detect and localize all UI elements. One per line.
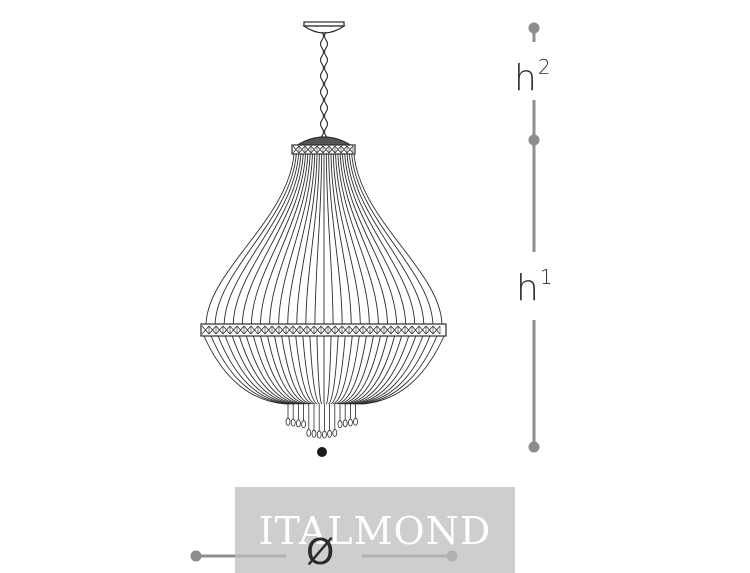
chain-height-letter: h [514, 58, 537, 99]
ceiling-canopy [302, 21, 346, 34]
upper-crystal-strands [205, 153, 443, 325]
watermark: ITALMOND [235, 487, 515, 573]
middle-ring [200, 323, 447, 337]
body-height-label: h1 [516, 265, 553, 309]
chain-height-label: h2 [514, 55, 551, 99]
top-crown [291, 136, 356, 155]
chain-height-superscript: 2 [537, 55, 551, 79]
body-height-letter: h [516, 268, 539, 309]
bottom-finial [317, 447, 327, 457]
suspension-chain [319, 31, 329, 145]
watermark-text: ITALMOND [258, 509, 492, 553]
bottom-pendants [285, 404, 359, 439]
middle-band-pattern [201, 325, 441, 335]
lower-crystal-strands [203, 335, 445, 405]
top-band-pattern [292, 145, 354, 154]
body-height-superscript: 1 [539, 265, 553, 289]
diameter-symbol: Ø [306, 532, 335, 573]
height-dimension [528, 22, 540, 453]
